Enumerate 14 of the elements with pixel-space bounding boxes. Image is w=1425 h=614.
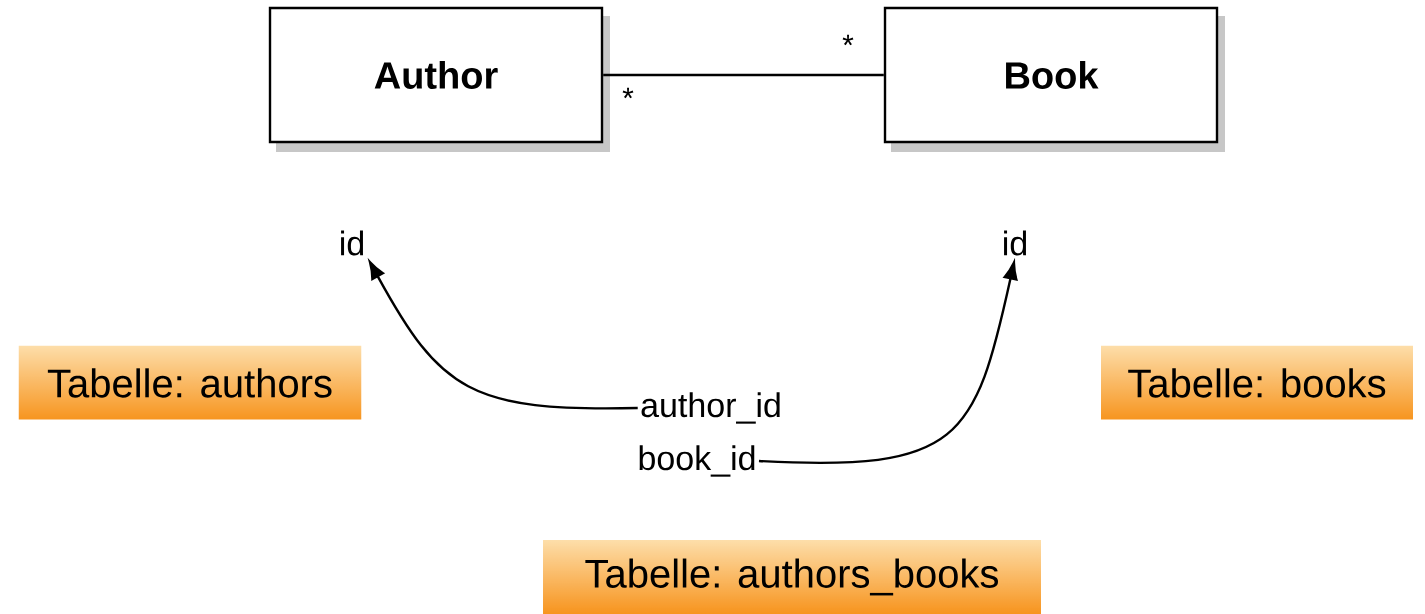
column-name: author_id [641,392,780,424]
multiplicity-label: * [842,34,854,46]
multiplicity-label: * [622,87,634,99]
class-box: Book [883,6,1225,152]
arrow [368,261,638,410]
table-label: Tabelle: authors_books [585,558,998,596]
arrow [758,261,1018,464]
column-name: id [341,230,364,256]
column-name: id [1004,230,1027,256]
column-name: book_id [639,445,755,477]
association-line [603,73,884,77]
class-box: Author [268,6,610,152]
table-label: Tabelle: authors [47,368,332,398]
table-label: Tabelle: books [1128,368,1386,398]
